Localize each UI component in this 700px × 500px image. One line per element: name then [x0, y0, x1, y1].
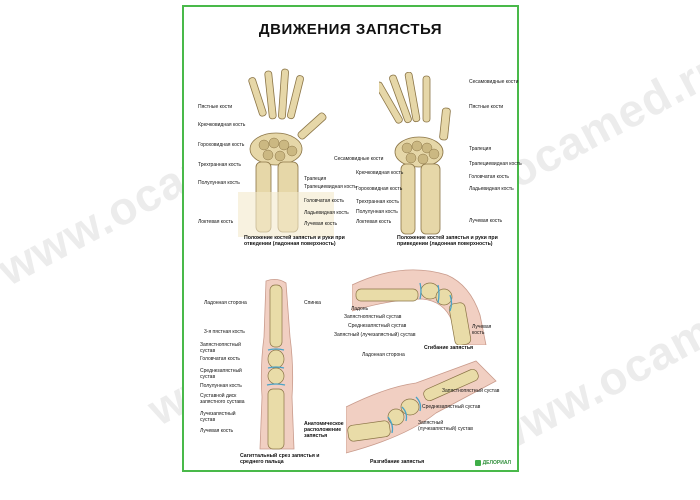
panel-c-label: Ладонная сторона: [204, 300, 247, 306]
panel-a-label: Пястные кости: [198, 104, 233, 110]
panel-b-label: Трапециевидная кость: [469, 161, 522, 167]
poster-title: ДВИЖЕНИЯ ЗАПЯСТЬЯ: [258, 21, 443, 38]
panel-b-label: Ладьевидная кость: [469, 186, 514, 192]
panel-c-label: Запястнопястный сустав: [200, 342, 241, 354]
panel-b-label: Локтевая кость: [356, 219, 392, 225]
panel-a-caption: Положение костей запястья и руки при отв…: [244, 235, 345, 247]
panel-d-label: Запястнопястный сустав: [344, 314, 402, 320]
panel-d-label: Ладонь: [351, 306, 369, 312]
panel-a-label: Крючковидная кость: [198, 122, 246, 128]
wrist-flexion-illustration: [352, 265, 502, 345]
panel-e-label: Ладонная сторона: [362, 352, 405, 358]
panel-b-label: Гороховидная кость: [356, 186, 403, 192]
panel-c-label: Лучевая кость: [200, 428, 234, 434]
wrist-extension-illustration: [346, 357, 501, 457]
brand-name: ДЕЛОРИАЛ: [482, 460, 511, 466]
panel-c-caption: Сагиттальный срез запястья и среднего па…: [240, 453, 320, 465]
panel-c-label: 3-я пястная кость: [204, 329, 245, 335]
panel-a-label: Головчатая кость: [304, 198, 345, 204]
panel-b-label: Трапеция: [469, 146, 492, 152]
panel-a-label: Лучевая кость: [304, 221, 338, 227]
hand-abduction-illustration: [236, 67, 336, 237]
panel-d-caption: Сгибание запястья: [424, 345, 474, 351]
panel-c-label: Лучезапястный сустав: [200, 411, 236, 423]
panel-c-label: Суставной диск запястного сустава: [200, 393, 245, 405]
panel-b-label: Пястные кости: [469, 104, 504, 110]
brand-mark-icon: [474, 460, 481, 466]
panel-e-label: Среднезапястный сустав: [422, 404, 481, 410]
brand-logo: ДЕЛОРИАЛ: [474, 460, 511, 466]
panel-d-label: Лучевая кость: [472, 324, 492, 336]
panel-b-label: Головчатая кость: [469, 174, 510, 180]
panel-b-caption: Положение костей запястья и руки при при…: [397, 235, 498, 247]
poster: ДВИЖЕНИЯ ЗАПЯСТЬЯ Пястные кости Крючкови…: [182, 5, 522, 472]
panel-a-label: Полулунная кость: [198, 180, 240, 186]
panel-b-label: Крючковидная кость: [356, 170, 404, 176]
panel-b-label: Трехгранная кость: [356, 199, 399, 205]
panel-a-label: Трехгранная кость: [198, 162, 241, 168]
panel-c-label: Полулунная кость: [200, 383, 242, 389]
panel-d-label: Запястный (лучезапястный) сустав: [334, 332, 416, 338]
panel-c-label: Среднезапястный сустав: [200, 368, 242, 380]
panel-d-label: Среднезапястный сустав: [348, 323, 407, 329]
sagittal-section-illustration: [252, 277, 302, 452]
panel-e-label: Запястный (лучезапястный) сустав: [418, 420, 473, 432]
panel-b-label: Сесамовидные кости: [469, 79, 519, 85]
panel-e-label: Запястнопястный сустав: [442, 388, 500, 394]
panel-a-label: Трапециевидная кость: [304, 184, 357, 190]
panel-b-label: Лучевая кость: [469, 218, 503, 224]
panel-a-label: Ладьевидная кость: [304, 210, 349, 216]
panel-c-label: Спинка: [304, 300, 321, 306]
panel-b-label: Полулунная кость: [356, 209, 398, 215]
panel-a-label: Трапеция: [304, 176, 327, 182]
panel-c-side-caption: Анатомическое расположение запястья: [304, 421, 344, 439]
panel-e-caption: Разгибание запястья: [370, 459, 425, 465]
panel-a-label: Локтевая кость: [198, 219, 234, 225]
panel-a-label: Гороховидная кость: [198, 142, 245, 148]
hand-adduction-illustration: [379, 72, 464, 237]
panel-a-label: Сесамовидные кости: [334, 156, 384, 162]
panel-c-label: Головчатая кость: [200, 356, 241, 362]
